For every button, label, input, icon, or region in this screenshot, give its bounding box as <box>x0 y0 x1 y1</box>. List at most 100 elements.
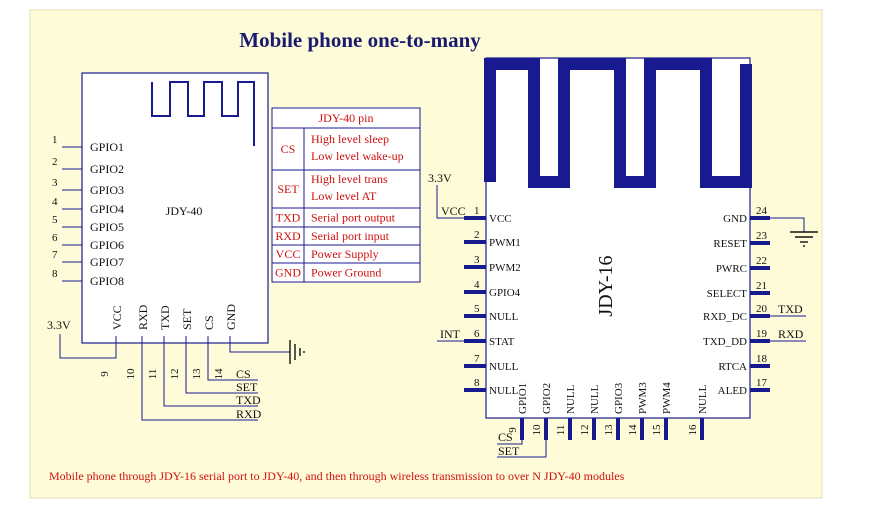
pin-table-frame <box>271 107 421 283</box>
jdy16-pin-number: 19 <box>756 328 768 340</box>
jdy16-pin-number: 7 <box>474 353 480 365</box>
jdy16-bottom-pin-label: NULL <box>565 384 577 414</box>
jdy40-pin-label: GPIO5 <box>90 220 124 234</box>
jdy16-bottom-pin-number: 13 <box>603 424 615 436</box>
jdy40-body <box>81 72 269 344</box>
diagram-title: Mobile phone one-to-many <box>239 28 481 52</box>
jdy40-pin-number: 8 <box>52 268 58 280</box>
jdy40-pin-label: GPIO7 <box>90 255 124 269</box>
pin-table-description: Serial port output <box>311 211 396 225</box>
jdy16-pin-label: NULL <box>489 311 519 323</box>
jdy16-bottom-pin-number: 10 <box>531 424 543 436</box>
jdy16-pin-label: PWM1 <box>489 237 521 249</box>
jdy40-cs-wire <box>207 336 258 381</box>
jdy40-pin-number: 7 <box>52 249 58 261</box>
jdy40-bottom-pin-number: 11 <box>147 369 159 380</box>
pin-table-pin: CS <box>281 142 296 156</box>
jdy40-gnd-wire <box>229 336 290 353</box>
jdy40-bottom-pin-label: SET <box>180 308 194 330</box>
jdy16-gnd-wire <box>766 217 805 232</box>
jdy16-pin-number: 1 <box>474 205 480 217</box>
jdy40-rxd-wire <box>141 336 258 421</box>
jdy16-bottom-pin-label: PWM4 <box>661 382 673 414</box>
jdy16-net-cs: CS <box>498 430 513 444</box>
jdy16-bottom-pin-number: 11 <box>555 425 567 436</box>
jdy40-bottom-pin-number: 12 <box>169 369 181 380</box>
jdy16-pin-label: GPIO4 <box>489 287 521 299</box>
jdy16-bottom-pins: GPIO19GPIO210NULL11NULL12GPIO313PWM314PW… <box>507 382 709 440</box>
pin-table-description: High level sleep <box>311 132 389 146</box>
jdy16-pin-label: RTCA <box>718 361 747 373</box>
jdy16-int-net: INT <box>440 327 461 341</box>
jdy40-bottom-pin-label: CS <box>202 315 216 330</box>
pin-table-description: Low level AT <box>311 189 377 203</box>
jdy16-pin-number: 24 <box>756 205 768 217</box>
jdy40-bottom-pin-number: 9 <box>99 371 111 377</box>
jdy40-pin-number: 1 <box>52 134 58 146</box>
pin-table-description: Low level wake-up <box>311 149 404 163</box>
pin-table-pin: VCC <box>276 247 301 261</box>
jdy16-pin-number: 2 <box>474 229 480 241</box>
jdy16-supply-label: 3.3V <box>428 171 452 185</box>
jdy40-vcc-wire <box>59 334 117 359</box>
jdy16-pin-label: ALED <box>718 385 747 397</box>
jdy16-ground-symbol <box>790 231 818 247</box>
jdy16-pin-label: PWRC <box>716 263 747 275</box>
jdy16-pin-label: NULL <box>489 385 519 397</box>
jdy40-bottom-pin-label: VCC <box>110 305 124 330</box>
jdy16-pin-label: VCC <box>489 213 512 225</box>
jdy40-signal-set: SET <box>236 380 258 394</box>
jdy16-net-txd: TXD <box>778 302 803 316</box>
pin-table-description: Power Ground <box>311 266 381 280</box>
jdy40-antenna-trace <box>151 81 255 146</box>
jdy40-set-wire <box>185 336 258 394</box>
jdy16-antenna-trace <box>484 58 752 188</box>
jdy40-bottom-pin-number: 10 <box>125 368 137 380</box>
pin-table-header: JDY-40 pin <box>318 111 373 125</box>
jdy16-bottom-pin-number: 9 <box>507 427 519 433</box>
jdy16-pin-number: 18 <box>756 353 768 365</box>
jdy40-name: JDY-40 <box>166 204 203 218</box>
jdy40-pin-number: 3 <box>52 177 58 189</box>
jdy40-txd-wire <box>163 336 258 407</box>
jdy16-module: JDY-16 1VCC2PWM13PWM24GPIO45NULL6STAT7NU… <box>428 57 818 458</box>
jdy40-pin-label: GPIO6 <box>90 238 124 252</box>
jdy40-pin-number: 4 <box>52 196 58 208</box>
jdy16-net-set: SET <box>498 444 520 458</box>
pin-table-pin: TXD <box>276 211 301 225</box>
diagram-caption: Mobile phone through JDY-16 serial port … <box>49 469 625 483</box>
jdy40-bottom-pin-label: RXD <box>136 304 150 330</box>
jdy16-pin-number: 21 <box>756 280 767 292</box>
jdy16-pin-label: TXD_DD <box>703 336 747 348</box>
jdy40-pin-label: GPIO4 <box>90 202 124 216</box>
jdy16-pin-number: 23 <box>756 230 768 242</box>
jdy40-signal-rxd: RXD <box>236 407 262 421</box>
pin-table-pin: RXD <box>275 229 301 243</box>
pin-table-pin: SET <box>277 182 299 196</box>
jdy40-signal-txd: TXD <box>236 393 261 407</box>
jdy16-bottom-pin-label: NULL <box>697 384 709 414</box>
jdy40-pin-label: GPIO2 <box>90 162 124 176</box>
jdy40-bottom-pin-number: 14 <box>213 368 225 380</box>
pin-table-description: Power Supply <box>311 247 379 261</box>
jdy16-right-pins: 24GND23RESET22PWRC21SELECT20RXD_DC19TXD_… <box>703 205 770 397</box>
jdy16-bottom-pin-number: 16 <box>687 424 699 436</box>
jdy16-net-rxd: RXD <box>778 327 804 341</box>
jdy16-pin-number: 6 <box>474 328 480 340</box>
jdy16-vcc-net: VCC <box>441 204 466 218</box>
jdy16-pin-label: NULL <box>489 361 519 373</box>
jdy16-pin-number: 17 <box>756 377 768 389</box>
jdy40-vcc-supply-label: 3.3V <box>47 318 71 332</box>
jdy16-bottom-pin-label: GPIO1 <box>517 383 529 414</box>
jdy16-bottom-pin-number: 14 <box>627 424 639 436</box>
jdy40-bottom-pin-label: TXD <box>158 305 172 330</box>
jdy16-pin-number: 20 <box>756 303 768 315</box>
jdy16-pin-number: 4 <box>474 279 480 291</box>
jdy16-bottom-pin-label: GPIO2 <box>541 383 553 414</box>
jdy16-pin-label: SELECT <box>707 288 748 300</box>
